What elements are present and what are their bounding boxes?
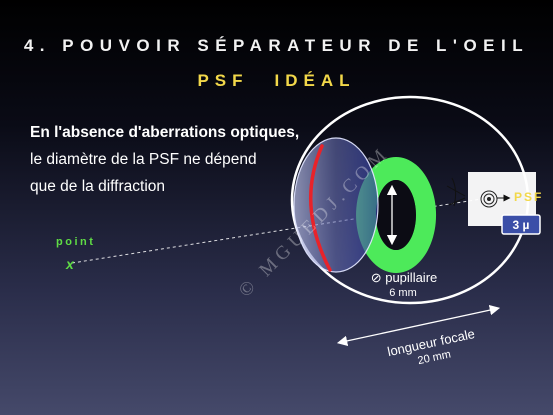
- psf-rings-outer: [480, 190, 498, 208]
- slide-subtitle: PSF IDÉAL: [0, 71, 553, 91]
- psf-label: PSF: [514, 190, 543, 204]
- pupil-size: 6 mm: [389, 287, 417, 299]
- point-marker: x: [65, 256, 75, 272]
- psf-ray-lines: [446, 177, 466, 207]
- body-line-3: que de la diffraction: [30, 178, 166, 195]
- point-label: point: [56, 236, 95, 248]
- body-line-1: En l'absence d'aberrations optiques,: [30, 124, 300, 141]
- subtitle-psf: PSF: [197, 71, 249, 90]
- body-line-2: le diamètre de la PSF ne dépend: [30, 151, 257, 168]
- subtitle-ideal: IDÉAL: [274, 71, 356, 90]
- psf-value-box: [501, 214, 541, 235]
- body-text: En l'absence d'aberrations optiques, le …: [30, 119, 299, 200]
- focal-length-arrow: [336, 305, 501, 346]
- slide-title: 4. POUVOIR SÉPARATEUR DE L'OEIL: [23, 36, 530, 55]
- psf-value: 3 µ: [513, 218, 530, 232]
- pupil-label: ⊘ pupillaire: [371, 270, 438, 285]
- pupil-opening: [376, 180, 416, 250]
- psf-rings-mid: [483, 193, 495, 205]
- lens-red-curve: [309, 144, 332, 272]
- psf-spot: [487, 197, 491, 201]
